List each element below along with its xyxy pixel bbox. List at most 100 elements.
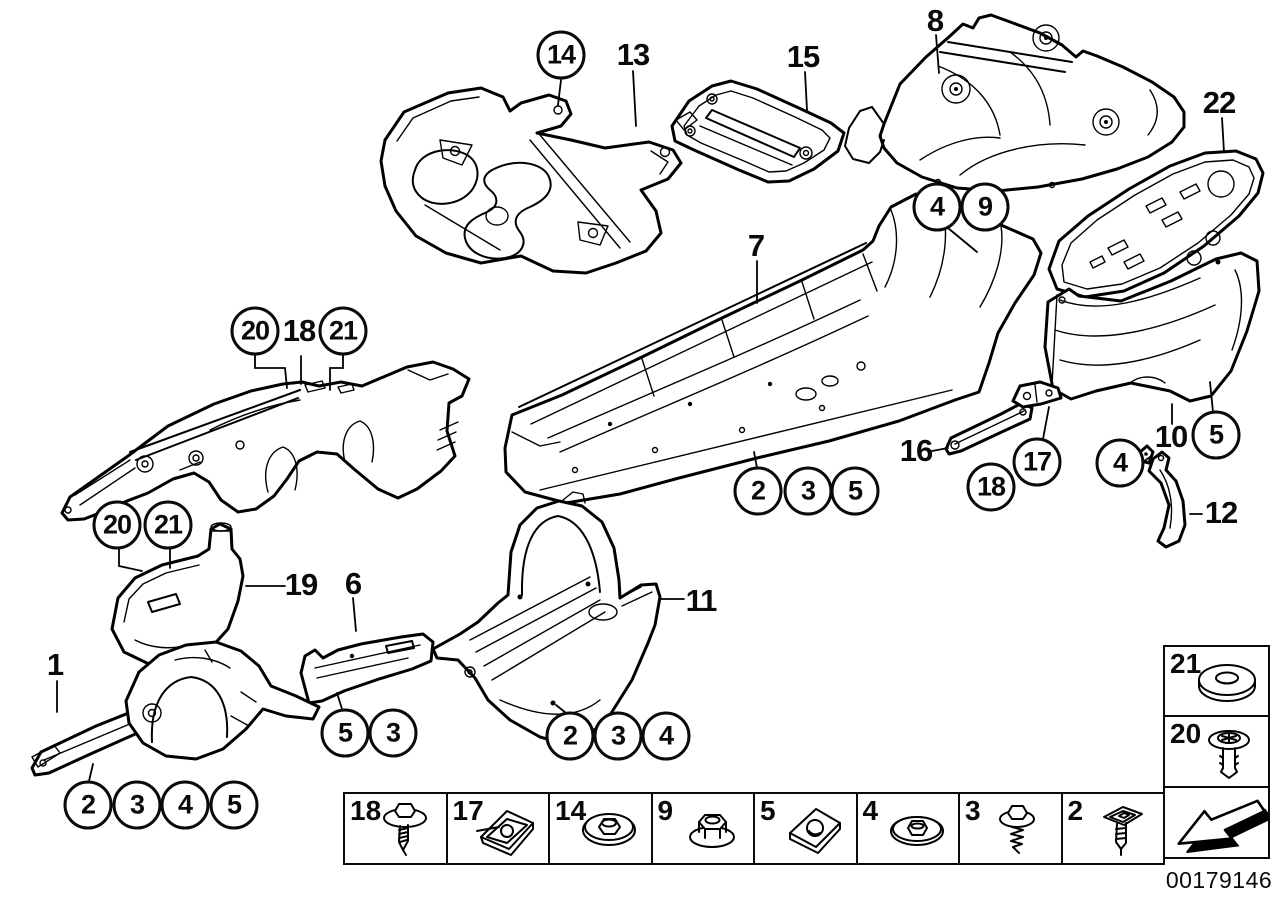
- callout-label-16[interactable]: 16: [899, 433, 933, 468]
- push-rivet-icon: [1208, 730, 1250, 780]
- legend-number: 14: [555, 795, 587, 826]
- leader-line: [352, 597, 357, 632]
- direction-arrow-cell: [1163, 785, 1270, 859]
- callout-circle-9[interactable]: 9: [960, 182, 1010, 232]
- legend-number: 5: [760, 795, 776, 826]
- callout-circle-2[interactable]: 2: [733, 466, 783, 516]
- plastic-nut-icon: [889, 816, 944, 846]
- side-panel-cell-20[interactable]: 20: [1163, 715, 1270, 789]
- washer-nut-icon: [582, 813, 636, 846]
- screw-washer-icon: [383, 803, 427, 856]
- callout-circle-18[interactable]: 18: [966, 462, 1016, 512]
- expansion-rivet-icon: [1102, 806, 1143, 856]
- callout-label-15[interactable]: 15: [786, 39, 820, 74]
- callout-label-19[interactable]: 19: [284, 567, 318, 602]
- legend-cell-5[interactable]: 5: [755, 794, 858, 863]
- legend-cell-9[interactable]: 9: [653, 794, 755, 863]
- legend-number: 2: [1067, 795, 1084, 826]
- callout-label-12[interactable]: 12: [1204, 495, 1238, 530]
- leader-line: [329, 354, 344, 391]
- callout-label-18[interactable]: 18: [282, 313, 316, 348]
- side-panel-number: 21: [1170, 648, 1202, 679]
- callout-circle-21[interactable]: 21: [143, 500, 193, 550]
- legend-number: 9: [657, 795, 674, 826]
- callout-circle-3[interactable]: 3: [368, 708, 418, 758]
- callout-circle-20[interactable]: 20: [92, 500, 142, 550]
- legend-cell-14[interactable]: 14: [550, 794, 653, 863]
- leader-line: [632, 70, 637, 127]
- callout-circle-21[interactable]: 21: [318, 306, 368, 356]
- callout-circle-14[interactable]: 14: [536, 30, 586, 80]
- washer-icon: [1198, 664, 1256, 702]
- legend-cell-18[interactable]: 18: [345, 794, 448, 863]
- part-7-drawing: [503, 192, 1043, 505]
- legend-number: 18: [350, 795, 382, 826]
- side-panel-cell-21[interactable]: 21: [1163, 645, 1270, 718]
- leader-line: [947, 227, 978, 253]
- direction-arrow-icon: [1177, 799, 1269, 853]
- document-number: 00179146: [1165, 867, 1273, 893]
- legend-number: 3: [965, 795, 981, 826]
- part-10-drawing: [1043, 251, 1261, 403]
- part-12-drawing: [1147, 450, 1187, 549]
- callout-circle-2[interactable]: 2: [545, 711, 595, 761]
- callout-circle-5[interactable]: 5: [830, 466, 880, 516]
- callout-label-8[interactable]: 8: [926, 3, 944, 38]
- leader-line: [557, 79, 562, 106]
- callout-circle-5[interactable]: 5: [1191, 410, 1241, 460]
- hex-screw-icon: [999, 805, 1035, 854]
- sheet-clip-icon: [789, 808, 841, 854]
- callout-circle-4[interactable]: 4: [1095, 438, 1145, 488]
- part-11-drawing: [431, 491, 662, 746]
- leader-line: [1221, 117, 1225, 153]
- side-panel-number: 20: [1170, 718, 1202, 750]
- leader-line: [88, 763, 94, 782]
- callout-circle-2[interactable]: 2: [63, 780, 113, 830]
- fastener-legend: 18 17 14 9: [343, 792, 1165, 865]
- legend-cell-2[interactable]: 2: [1063, 794, 1164, 863]
- callout-circle-4[interactable]: 4: [641, 711, 691, 761]
- part-6-drawing: [299, 632, 435, 705]
- part-15-drawing: [670, 79, 846, 184]
- callout-circle-5[interactable]: 5: [209, 780, 259, 830]
- callout-circle-3[interactable]: 3: [783, 466, 833, 516]
- part-19-drawing: [110, 522, 245, 667]
- part-16-drawing: [944, 401, 1034, 456]
- flange-nut-icon: [688, 814, 735, 848]
- callout-label-13[interactable]: 13: [616, 37, 650, 72]
- callout-circle-4[interactable]: 4: [160, 780, 210, 830]
- legend-number: 17: [452, 795, 484, 826]
- leader-line: [336, 692, 343, 710]
- leader-lines: [56, 34, 1225, 782]
- leader-line: [804, 71, 808, 111]
- callout-label-22[interactable]: 22: [1202, 85, 1236, 120]
- part-17-bracket-drawing: [1011, 380, 1063, 409]
- legend-number: 4: [862, 795, 879, 826]
- leader-line: [931, 447, 949, 452]
- callout-circle-4[interactable]: 4: [912, 182, 962, 232]
- callout-circle-20[interactable]: 20: [230, 306, 280, 356]
- legend-cell-17[interactable]: 17: [448, 794, 550, 863]
- part-22-drawing: [1047, 149, 1265, 299]
- part-1-drawing: [30, 640, 321, 777]
- legend-cell-4[interactable]: 4: [858, 794, 960, 863]
- callout-label-6[interactable]: 6: [344, 566, 362, 601]
- callout-label-10[interactable]: 10: [1154, 419, 1188, 454]
- callout-circle-5[interactable]: 5: [320, 708, 370, 758]
- leader-line: [118, 548, 143, 572]
- callout-circle-3[interactable]: 3: [112, 780, 162, 830]
- callout-label-1[interactable]: 1: [46, 647, 64, 682]
- part-8-drawing: [844, 13, 1186, 193]
- callout-circle-3[interactable]: 3: [593, 711, 643, 761]
- part-18-assembly-drawing: [60, 360, 471, 522]
- callout-label-7[interactable]: 7: [747, 228, 765, 263]
- leader-line: [1209, 381, 1214, 413]
- callout-label-11[interactable]: 11: [685, 583, 718, 618]
- side-panel: 21 20: [1163, 645, 1270, 859]
- callout-circle-17[interactable]: 17: [1012, 437, 1062, 487]
- legend-cell-3[interactable]: 3: [960, 794, 1063, 863]
- clip-nut-icon: [475, 810, 534, 856]
- leader-line: [753, 451, 758, 469]
